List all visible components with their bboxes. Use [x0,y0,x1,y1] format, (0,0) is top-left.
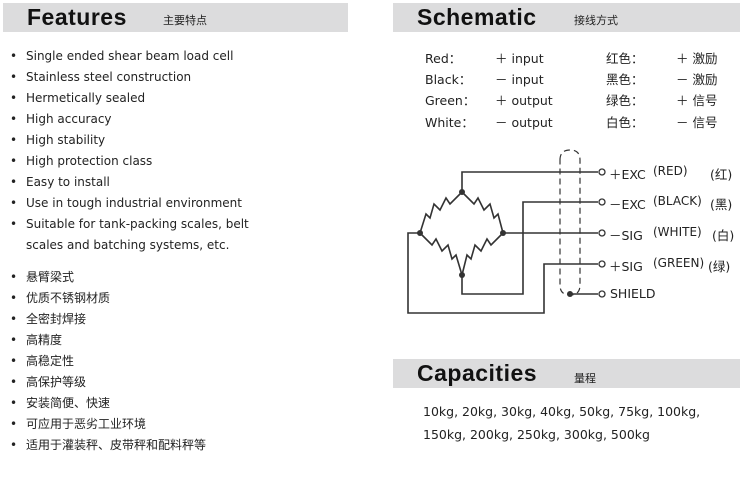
list-item: Suitable for tank-packing scales, belt [10,214,249,235]
list-item: Hermetically sealed [10,88,249,109]
list-item: 适用于灌装秤、皮带秤和配料秤等 [10,435,206,456]
capacities-header: Capacities 量程 [393,359,740,388]
terminal-color: (GREEN) [653,256,705,270]
color-signal-cn: ＋ 激励 [676,51,718,66]
schematic-title: Schematic [417,4,537,30]
list-item: Use in tough industrial environment [10,193,249,214]
list-item: Stainless steel construction [10,67,249,88]
color-label-cn: 红色： [606,51,644,66]
color-signal-cn: ＋ 信号 [676,93,718,108]
terminal-color: (RED) [653,164,688,178]
list-item: 高稳定性 [10,351,206,372]
color-signal: ＋ output [495,93,553,108]
capacities-subtitle: 量程 [574,372,596,385]
color-label-cn: 黑色： [606,72,644,87]
color-signal: ＋ input [495,51,544,66]
capacities-title: Capacities [417,360,538,386]
color-signal-cn: － 信号 [676,115,718,130]
list-item: 优质不锈钢材质 [10,288,206,309]
list-item: Single ended shear beam load cell [10,46,249,67]
features-header: Features 主要特点 [3,3,348,32]
color-label: White： [425,115,474,130]
list-item: High stability [10,130,249,151]
color-signal: － input [495,72,544,87]
color-label: Green： [425,93,476,108]
color-label-cn: 绿色： [606,93,644,108]
list-item: 全密封焊接 [10,309,206,330]
list-item: 悬臂梁式 [10,267,206,288]
features-list-en: Single ended shear beam load cell Stainl… [10,46,249,256]
terminal-color-cn: (黑) [710,197,733,212]
shield-sleeve [559,149,581,296]
features-subtitle: 主要特点 [163,14,207,27]
terminal-signal: SHIELD [610,286,656,301]
schematic-header: Schematic 接线方式 [393,3,740,32]
list-item-continued: scales and batching systems, etc. [10,235,249,256]
terminal-color-cn: (绿) [708,259,731,274]
capacities-text: 10kg, 20kg, 30kg, 40kg, 50kg, 75kg, 100k… [423,404,701,442]
terminal-color-cn: (红) [710,167,733,182]
list-item: 高精度 [10,330,206,351]
list-item: 高保护等级 [10,372,206,393]
list-item: Easy to install [10,172,249,193]
list-item: High protection class [10,151,249,172]
schematic-subtitle: 接线方式 [574,14,618,27]
terminal-signal: －SIG [609,228,643,243]
features-list-cn: 悬臂梁式 优质不锈钢材质 全密封焊接 高精度 高稳定性 高保护等级 安装简便、快… [10,267,206,456]
list-item: 可应用于恶劣工业环境 [10,414,206,435]
color-signal: － output [495,115,553,130]
terminal-color: (BLACK) [653,194,702,208]
terminal-signal: －EXC [609,197,646,212]
color-label-cn: 白色： [606,115,644,130]
color-label: Red： [425,51,462,66]
color-signal-cn: － 激励 [676,72,718,87]
features-title: Features [27,4,127,30]
terminal-color: (WHITE) [653,225,702,239]
list-item-text: scales and batching systems, etc. [26,238,230,252]
color-label: Black： [425,72,472,87]
terminal-signal: ＋EXC [609,167,646,182]
terminal-signal: ＋SIG [609,259,643,274]
terminal-color-cn: (白) [712,228,735,243]
list-item: 安装简便、快速 [10,393,206,414]
list-item: High accuracy [10,109,249,130]
